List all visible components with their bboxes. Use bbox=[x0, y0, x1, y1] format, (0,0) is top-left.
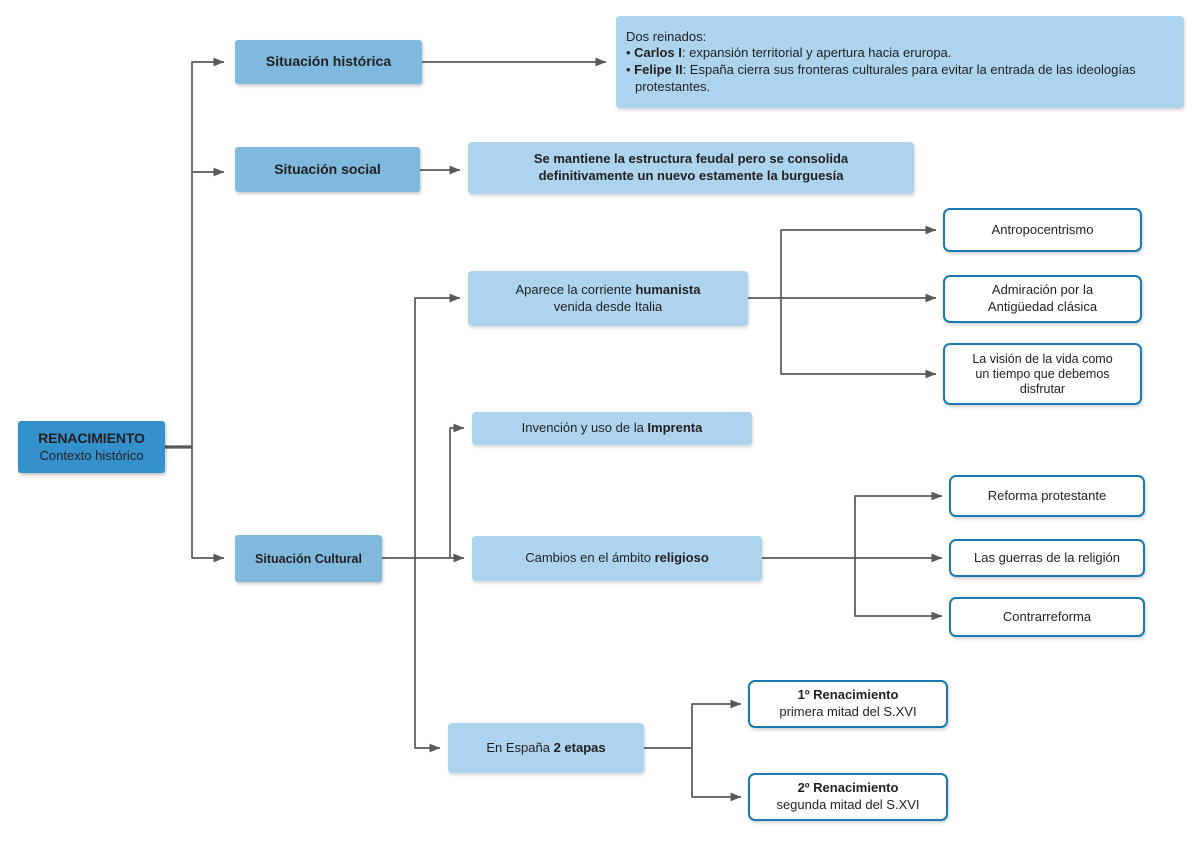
social-detail-line1: Se mantiene la estructura feudal pero se… bbox=[533, 151, 849, 167]
node-admiracion-antiguedad[interactable]: Admiración por la Antigüedad clásica bbox=[943, 275, 1142, 323]
admiracion-line2: Antigüedad clásica bbox=[987, 299, 1098, 314]
node-contrarreforma[interactable]: Contrarreforma bbox=[949, 597, 1145, 637]
etapa2-line2: segunda mitad del S.XVI bbox=[776, 797, 920, 812]
node-label: Situación Cultural bbox=[255, 551, 362, 566]
node-label: Las guerras de la religión bbox=[974, 549, 1120, 565]
vision-line2: un tiempo que debemos bbox=[975, 366, 1110, 381]
dos-reinados-bullet-2: • Felipe II: España cierra sus fronteras… bbox=[626, 62, 1136, 94]
humanista-line1-bold: humanista bbox=[635, 281, 701, 297]
root-subtitle: Contexto histórico bbox=[39, 447, 144, 463]
religioso-bold: religioso bbox=[654, 550, 709, 566]
node-situacion-social-detail[interactable]: Se mantiene la estructura feudal pero se… bbox=[468, 142, 914, 194]
node-label: Situación histórica bbox=[265, 53, 392, 70]
bullet-1-rest: : expansión territorial y apertura hacia… bbox=[681, 45, 952, 61]
root-node-renacimiento[interactable]: RENACIMIENTO Contexto histórico bbox=[18, 421, 165, 473]
node-vision-de-la-vida[interactable]: La visión de la vida como un tiempo que … bbox=[943, 343, 1142, 405]
admiracion-line1: Admiración por la bbox=[991, 282, 1094, 298]
bullet-2-rest: : España cierra sus fronteras culturales… bbox=[635, 62, 1136, 94]
dos-reinados-heading: Dos reinados: bbox=[626, 28, 707, 44]
node-situacion-historica[interactable]: Situación histórica bbox=[235, 40, 422, 84]
humanista-line1-pre: Aparece la corriente bbox=[515, 281, 636, 297]
imprenta-bold: Imprenta bbox=[647, 420, 703, 436]
humanista-line1: Aparece la corriente humanista bbox=[478, 282, 738, 299]
bullet-2-lead: Felipe II bbox=[634, 62, 683, 77]
etapas-pre: En España bbox=[486, 739, 554, 755]
node-label: Situación social bbox=[274, 160, 381, 177]
dos-reinados-bullet-1: • Carlos I: expansión territorial y aper… bbox=[626, 45, 952, 61]
node-primer-renacimiento[interactable]: 1º Renacimiento primera mitad del S.XVI bbox=[748, 680, 948, 728]
node-corriente-humanista[interactable]: Aparece la corriente humanista venida de… bbox=[468, 271, 748, 326]
religioso-pre: Cambios en el ámbito bbox=[525, 550, 655, 566]
root-title: RENACIMIENTO bbox=[38, 429, 145, 446]
etapa1-line1: 1º Renacimiento bbox=[797, 687, 899, 703]
social-detail-line2: definitivamente un nuevo estamente la bu… bbox=[478, 168, 904, 185]
humanista-line2: venida desde Italia bbox=[553, 298, 663, 314]
node-guerras-religion[interactable]: Las guerras de la religión bbox=[949, 539, 1145, 577]
vision-line1: La visión de la vida como bbox=[972, 351, 1113, 366]
node-imprenta[interactable]: Invención y uso de la Imprenta bbox=[472, 412, 752, 445]
node-label: Reforma protestante bbox=[987, 487, 1107, 503]
node-label: Contrarreforma bbox=[1002, 608, 1092, 624]
etapas-bold: 2 etapas bbox=[553, 739, 606, 755]
imprenta-pre: Invención y uso de la bbox=[521, 420, 648, 436]
node-situacion-cultural[interactable]: Situación Cultural bbox=[235, 535, 382, 582]
node-situacion-social[interactable]: Situación social bbox=[235, 147, 420, 192]
social-detail-line2-bold: la burguesía bbox=[766, 168, 844, 183]
vision-line3: disfrutar bbox=[1019, 381, 1066, 396]
node-en-espana-etapas[interactable]: En España 2 etapas bbox=[448, 723, 644, 773]
bullet-1-lead: Carlos I bbox=[634, 45, 682, 61]
node-reforma-protestante[interactable]: Reforma protestante bbox=[949, 475, 1145, 517]
node-segundo-renacimiento[interactable]: 2º Renacimiento segunda mitad del S.XVI bbox=[748, 773, 948, 821]
node-cambios-religioso[interactable]: Cambios en el ámbito religioso bbox=[472, 536, 762, 581]
etapa2-line1: 2º Renacimiento bbox=[797, 780, 899, 796]
node-label: Antropocentrismo bbox=[991, 221, 1094, 237]
node-antropocentrismo[interactable]: Antropocentrismo bbox=[943, 208, 1142, 252]
social-detail-line2-pre: definitivamente un nuevo estamente bbox=[538, 168, 767, 183]
node-dos-reinados-detail[interactable]: Dos reinados: • Carlos I: expansión terr… bbox=[616, 16, 1184, 108]
etapa1-line2: primera mitad del S.XVI bbox=[779, 704, 917, 719]
